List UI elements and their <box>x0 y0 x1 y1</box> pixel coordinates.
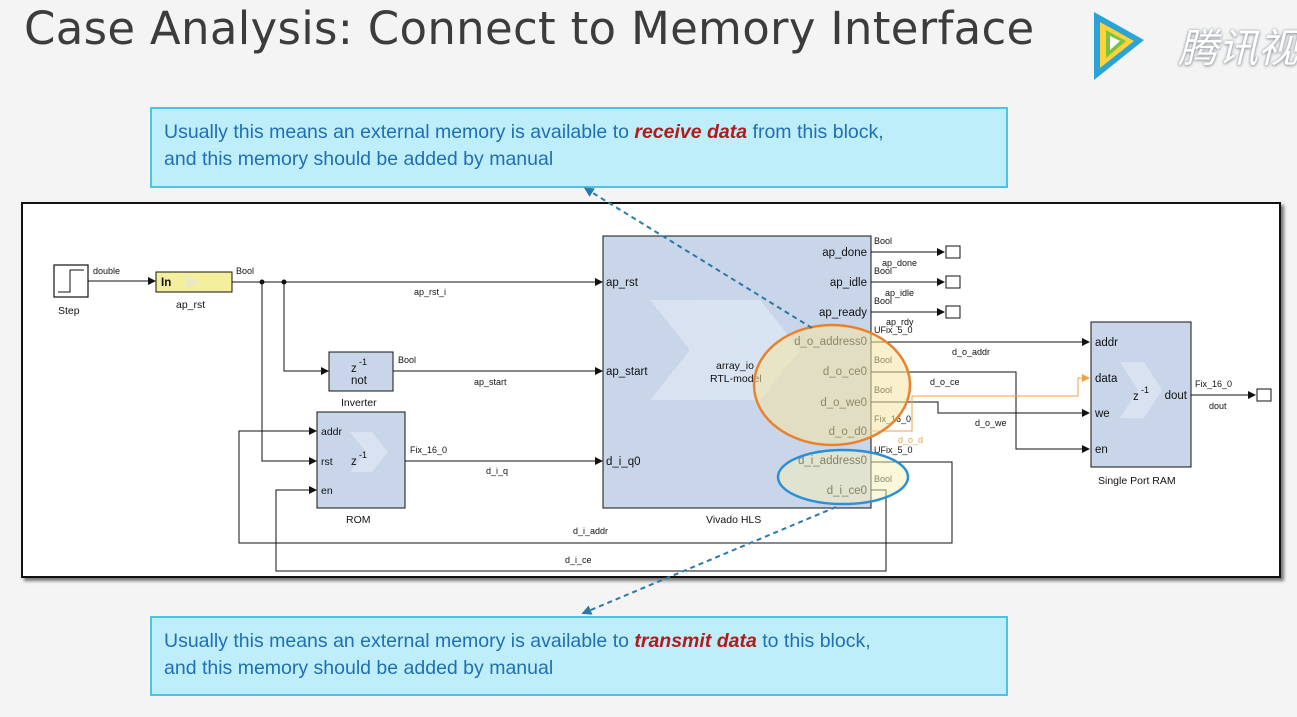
rom-z: z <box>351 456 357 468</box>
ram-exp: -1 <box>1141 385 1149 395</box>
gateway-out-idle[interactable] <box>945 275 961 289</box>
callout-top-text-post: from this block, <box>747 121 884 143</box>
step-block[interactable] <box>53 264 89 298</box>
inverter-z: z <box>351 363 357 375</box>
sig-bool-inv: Bool <box>398 355 416 365</box>
gateway-out-ready[interactable] <box>945 305 961 319</box>
hls-out-ap-ready: ap_ready <box>819 307 867 319</box>
blue-highlight-ellipse <box>776 448 910 506</box>
sig-ap-done: ap_done <box>882 258 917 268</box>
sig-double: double <box>93 266 120 276</box>
hls-in-ap-start: ap_start <box>606 366 648 378</box>
sig-ap-idle: ap_idle <box>885 288 914 298</box>
hls-label: Vivado HLS <box>706 514 761 526</box>
pointer-arrow-top <box>583 187 813 329</box>
gateway-out-dout[interactable] <box>1256 388 1272 402</box>
tencent-video-logo <box>1094 12 1144 80</box>
rom-exp: -1 <box>359 450 367 460</box>
sig-d-o-ce: d_o_ce <box>930 377 960 387</box>
hls-out-ap-done: ap_done <box>822 247 867 259</box>
sig-d-i-q: d_i_q <box>486 466 508 476</box>
sig-ufix-i-addr: UFix_5_0 <box>874 445 913 455</box>
gateway-out-done[interactable] <box>945 245 961 259</box>
inverter-exp: -1 <box>359 357 367 367</box>
callout-top-text-pre: Usually this means an external memory is… <box>164 121 635 143</box>
rom-block[interactable] <box>316 411 406 509</box>
callout-transmit-data: Usually this means an external memory is… <box>150 616 1008 696</box>
sig-d-o-addr: d_o_addr <box>952 347 990 357</box>
inverter-not: not <box>351 375 368 387</box>
sig-bool-ready: Bool <box>874 296 892 306</box>
ram-label: Single Port RAM <box>1098 475 1176 487</box>
callout-bottom-emphasis: transmit data <box>634 630 757 652</box>
rom-port-addr: addr <box>321 426 343 438</box>
hls-in-ap-rst: ap_rst <box>606 277 639 289</box>
sig-fix-rom: Fix_16_0 <box>410 445 447 455</box>
hls-out-ap-idle: ap_idle <box>830 277 867 289</box>
callout-bottom-text-pre: Usually this means an external memory is… <box>164 630 635 652</box>
rom-port-rst: rst <box>321 456 333 468</box>
ram-z: z <box>1133 391 1139 403</box>
rom-label: ROM <box>346 514 371 526</box>
sig-d-o-we: d_o_we <box>975 418 1007 428</box>
sig-ap-rdy: ap_rdy <box>886 317 914 327</box>
sig-ap-rst-i: ap_rst_i <box>414 287 446 297</box>
sig-d-i-addr: d_i_addr <box>573 526 608 536</box>
ram-port-we: we <box>1094 408 1110 420</box>
slide-title: Case Analysis: Connect to Memory Interfa… <box>24 2 1035 55</box>
sig-bool-done: Bool <box>874 236 892 246</box>
sig-d-i-ce: d_i_ce <box>565 555 592 565</box>
ram-port-addr: addr <box>1095 337 1118 349</box>
logo-text: 腾讯视 <box>1178 26 1297 72</box>
sig-d-o-d: d_o_d <box>898 435 923 445</box>
ram-port-data: data <box>1095 373 1118 385</box>
hls-center-1: array_io <box>716 360 754 372</box>
sig-ap-start: ap_start <box>474 377 507 387</box>
callout-top-emphasis: receive data <box>634 121 748 143</box>
sig-ufix-addr: UFix_5_0 <box>874 325 913 335</box>
ram-port-dout: dout <box>1165 390 1188 402</box>
callout-bottom-text-post: to this block, <box>756 630 871 652</box>
sig-fix-dout: Fix_16_0 <box>1195 379 1232 389</box>
ap-rst-gateway-in[interactable] <box>155 271 233 293</box>
callout-receive-data: Usually this means an external memory is… <box>150 107 1008 188</box>
hls-in-d-i-q0: d_i_q0 <box>606 456 641 468</box>
sig-bool-rst: Bool <box>236 266 254 276</box>
hls-center-2: RTL-model <box>710 373 762 385</box>
sig-bool-idle: Bool <box>874 266 892 276</box>
rom-port-en: en <box>321 485 333 497</box>
in-gateway-text: In <box>161 277 171 289</box>
step-label: Step <box>58 305 80 317</box>
inverter-label: Inverter <box>341 397 377 409</box>
callout-top-line2: and this memory should be added by manua… <box>164 148 554 170</box>
inverter-block[interactable] <box>328 351 394 392</box>
orange-highlight-ellipse <box>752 323 912 447</box>
single-port-ram-block[interactable] <box>1090 321 1192 468</box>
pointer-arrow-bottom <box>581 506 837 615</box>
callout-bottom-line2: and this memory should be added by manua… <box>164 657 554 679</box>
ap-rst-label: ap_rst <box>176 299 205 311</box>
sig-dout: dout <box>1209 401 1227 411</box>
ram-port-en: en <box>1095 444 1108 456</box>
